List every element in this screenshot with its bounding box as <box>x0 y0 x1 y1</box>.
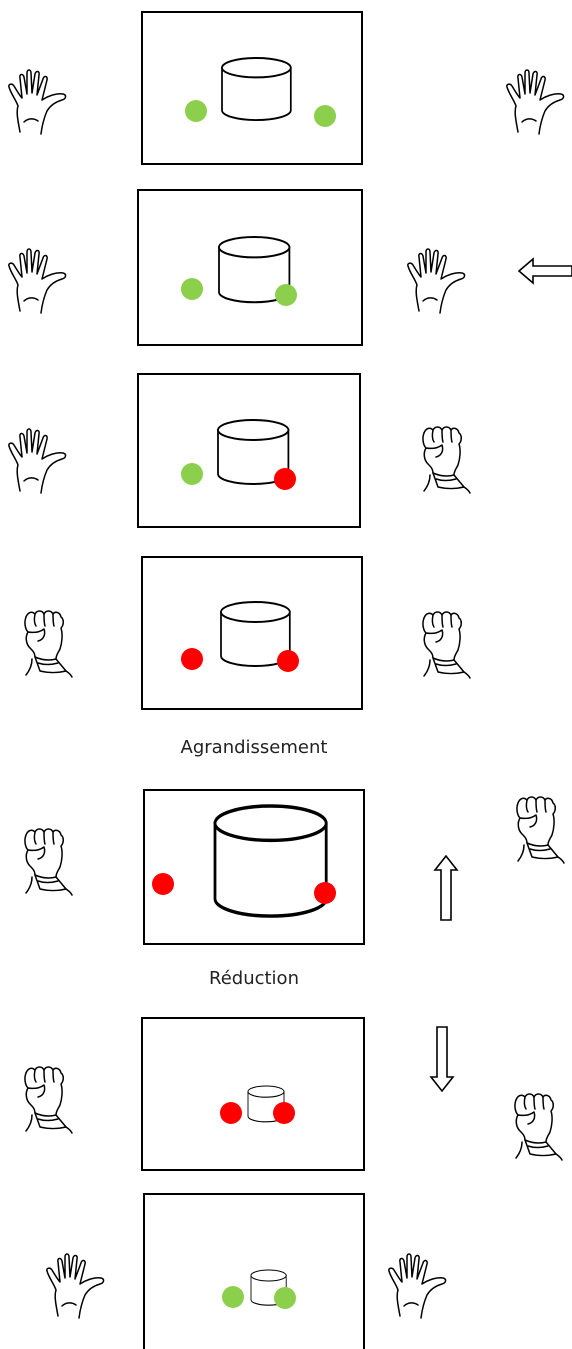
red-marker <box>152 873 174 895</box>
label-enlarge: Agrandissement <box>180 737 328 758</box>
green-marker <box>185 100 207 122</box>
open-hand-icon <box>8 248 67 314</box>
step-2 <box>8 189 572 346</box>
green-marker <box>314 105 336 127</box>
green-marker <box>275 284 297 306</box>
open-hand-icon <box>8 428 67 494</box>
green-marker <box>222 1286 244 1308</box>
red-marker <box>273 1102 295 1124</box>
open-hand-icon <box>407 248 466 314</box>
cylinder-icon <box>221 57 292 122</box>
open-hand-icon <box>388 1253 447 1319</box>
green-marker <box>181 278 203 300</box>
arrow-left-icon <box>517 257 572 285</box>
step-4 <box>24 556 471 710</box>
red-marker <box>277 650 299 672</box>
closed-hand-fist-icon <box>514 1093 563 1161</box>
cylinder-icon <box>213 804 328 918</box>
open-hand-icon <box>46 1253 105 1319</box>
closed-hand-fist-icon <box>24 1066 73 1134</box>
arrow-down-icon <box>429 1026 455 1093</box>
red-marker <box>181 648 203 670</box>
red-marker <box>274 468 296 490</box>
green-marker <box>181 463 203 485</box>
open-hand-icon <box>8 69 67 135</box>
red-marker <box>220 1102 242 1124</box>
closed-hand-fist-icon <box>422 426 471 494</box>
open-hand-icon <box>506 69 565 135</box>
green-marker <box>274 1287 296 1309</box>
scene-frame <box>143 1193 365 1349</box>
step-6-reduce <box>24 1017 563 1171</box>
closed-hand-fist-icon <box>24 610 73 678</box>
arrow-up-icon <box>433 854 459 921</box>
step-1 <box>8 11 565 165</box>
closed-hand-fist-icon <box>422 611 471 679</box>
closed-hand-fist-icon <box>516 796 565 864</box>
step-5-enlarge <box>24 789 565 945</box>
red-marker <box>314 882 336 904</box>
step-7 <box>46 1193 447 1349</box>
step-3 <box>8 373 471 528</box>
label-reduce: Réduction <box>209 968 299 989</box>
closed-hand-fist-icon <box>24 828 73 896</box>
